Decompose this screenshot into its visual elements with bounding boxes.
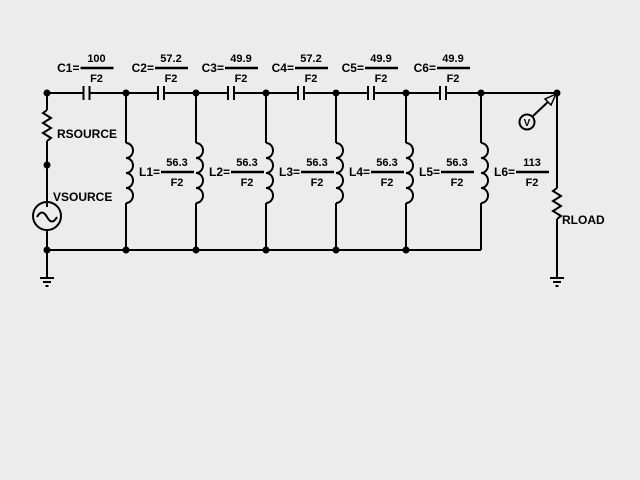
c5-value: 49.9 [370,53,391,65]
junction-node [43,246,51,254]
c6-unit: F2 [447,73,460,85]
l5-unit: F2 [451,177,464,189]
inductor-l4[interactable]: L4= 56.3F2 [335,93,404,250]
c6-value: 49.9 [442,53,463,65]
l3-value: 56.3 [306,157,327,169]
capacitor-c4[interactable]: C4= 57.2F2 [266,53,336,100]
source-branch: RSOURCE VSOURCE [32,93,117,287]
l5-label: L5= [419,165,440,179]
l3-unit: F2 [311,177,324,189]
l4-unit: F2 [381,177,394,189]
l2-value: 56.3 [236,157,257,169]
c2-unit: F2 [165,73,178,85]
capacitor-c2[interactable]: C2= 57.2F2 [126,53,196,100]
capacitor-c6[interactable]: C6= 49.9F2 [406,53,481,100]
l4-label: L4= [349,165,370,179]
rsource-label: RSOURCE [57,127,117,141]
l1-label: L1= [139,165,160,179]
l4-value: 56.3 [376,157,397,169]
l2-label: L2= [209,165,230,179]
rload-label: RLOAD [562,213,605,227]
c3-value: 49.9 [230,53,251,65]
inductor-l2[interactable]: L2= 56.3F2 [195,93,264,250]
c5-label: C5= [342,61,364,75]
l3-label: L3= [279,165,300,179]
inductor-l3[interactable]: L3= 56.3F2 [265,93,334,250]
c2-value: 57.2 [160,53,181,65]
c3-unit: F2 [235,73,248,85]
c6-label: C6= [414,61,436,75]
l5-value: 56.3 [446,157,467,169]
c1-unit: F2 [90,73,103,85]
c1-label: C1= [57,61,79,75]
l1-value: 56.3 [166,157,187,169]
load-branch: RLOAD V [481,89,605,287]
l6-label: L6= [494,165,515,179]
l1-unit: F2 [171,177,184,189]
vsource-ac-icon[interactable] [32,201,62,231]
inductor-l1[interactable]: L1= 56.3F2 [125,93,194,250]
c2-label: C2= [132,61,154,75]
c3-label: C3= [202,61,224,75]
inductor-l5[interactable]: L5= 56.3F2 [405,93,474,250]
c4-unit: F2 [305,73,318,85]
c4-label: C4= [272,61,294,75]
capacitor-c5[interactable]: C5= 49.9F2 [336,53,406,100]
c1-value: 100 [87,53,105,65]
l6-value: 113 [523,157,541,169]
voltage-probe-icon[interactable]: V [518,92,558,131]
capacitor-c3[interactable]: C3= 49.9F2 [196,53,266,100]
l6-unit: F2 [526,177,539,189]
l2-unit: F2 [241,177,254,189]
probe-label: V [524,118,531,129]
c4-value: 57.2 [300,53,321,65]
vsource-label: VSOURCE [53,190,112,204]
c5-unit: F2 [375,73,388,85]
rload-resistor[interactable] [551,187,563,220]
ground-icon [40,277,54,287]
rsource-resistor[interactable] [41,109,53,142]
vsource-node [43,161,51,169]
ground-icon [550,277,564,287]
